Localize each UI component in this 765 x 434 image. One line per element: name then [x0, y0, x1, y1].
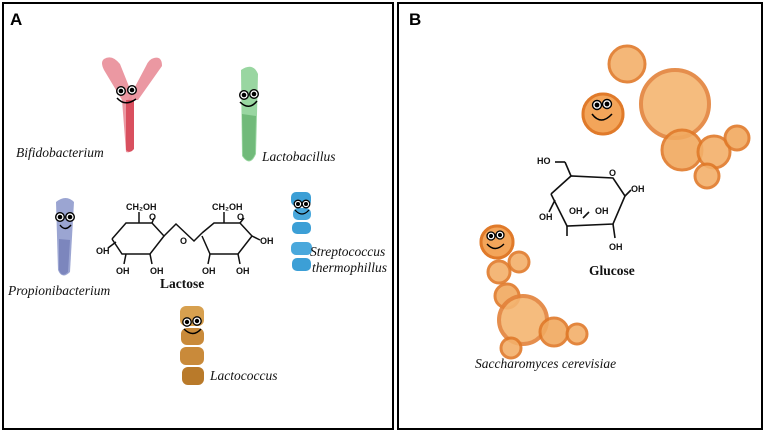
lactose-ring-o-left: O [149, 212, 156, 222]
lactose-oh-1: OH [96, 246, 110, 256]
lactococcus-cell [180, 306, 204, 385]
panel-b-drawing: HO O OH OH OH OH OH [479, 44, 751, 360]
streptococcus-label-line1: Streptococcus [310, 244, 386, 259]
glucose-label: Glucose [589, 263, 635, 278]
saccharomyces-label: Saccharomyces cerevisiae [475, 356, 617, 371]
bifidobacterium-cell [102, 57, 162, 153]
lactococcus-label: Lactococcus [210, 368, 278, 383]
lactose-ch2oh-right: CH₂OH [212, 202, 243, 212]
lactobacillus-cell [238, 66, 259, 162]
yeast-face-upper [581, 92, 625, 136]
glucose-oh-1: OH [631, 184, 645, 194]
panel-b-label: B [409, 10, 422, 29]
lactose-glycosidic-o: O [180, 236, 187, 246]
panel-a: A [2, 2, 394, 430]
propionibacterium-label: Propionibacterium [8, 283, 111, 298]
glucose-structure: HO O OH OH OH OH OH [537, 156, 645, 252]
propionibacterium-cell [55, 198, 76, 276]
lactose-ch2oh-left: CH₂OH [126, 202, 157, 212]
glucose-oh-3: OH [569, 206, 583, 216]
lactose-ring-o-right: O [237, 212, 244, 222]
lactose-oh-5: OH [236, 266, 250, 276]
panel-a-drawing: CH₂OH CH₂OH O O O OH OH OH OH OH OH [55, 57, 312, 385]
streptococcus-label-line2: thermophillus [312, 260, 388, 275]
glucose-oh-2: OH [539, 212, 553, 222]
lactose-label: Lactose [160, 276, 205, 291]
lactose-oh-3: OH [150, 266, 164, 276]
glucose-ring-o: O [609, 168, 616, 178]
lactose-oh-4: OH [202, 266, 216, 276]
glucose-ho: HO [537, 156, 551, 166]
lactobacillus-label: Lactobacillus [262, 149, 336, 164]
yeast-face-lower [479, 224, 515, 260]
streptococcus-cell [291, 192, 312, 271]
glucose-oh-4: OH [595, 206, 609, 216]
panel-b: B [397, 2, 763, 430]
panel-a-label: A [10, 10, 23, 29]
glucose-oh-5: OH [609, 242, 623, 252]
lactose-oh-2: OH [116, 266, 130, 276]
lactose-structure: CH₂OH CH₂OH O O O OH OH OH OH OH OH [96, 202, 274, 276]
bifidobacterium-label: Bifidobacterium [16, 145, 104, 160]
lactose-oh-6: OH [260, 236, 274, 246]
